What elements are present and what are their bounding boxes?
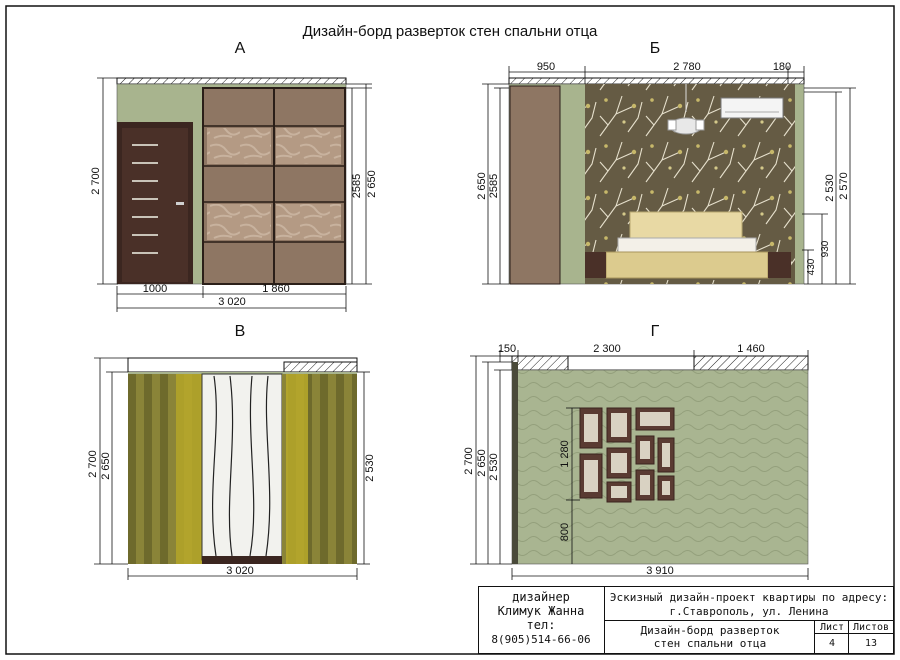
designer-phone: 8(905)514-66-06	[491, 633, 591, 646]
chandelier	[667, 84, 705, 135]
designer-cell: дизайнер Климук Жанна тел: 8(905)514-66-…	[479, 587, 605, 653]
phone-label: тел:	[526, 618, 556, 632]
view-b-dimension-lines	[482, 66, 856, 285]
sheets-total: 13	[864, 638, 878, 649]
dim-left-inner: 2 650	[100, 452, 112, 480]
sheets-total-cell: Листов 13	[849, 621, 893, 653]
curtain-left-accent	[176, 374, 202, 564]
dim-wardrobe-width: 1 860	[262, 283, 290, 295]
title-block: дизайнер Климук Жанна тел: 8(905)514-66-…	[478, 586, 894, 654]
dim-bottom: 3 910	[646, 565, 674, 577]
dim-frames-offset: 800	[559, 523, 571, 541]
wardrobe-insert	[207, 204, 271, 240]
dim-door-width: 1000	[143, 283, 167, 295]
dim-left-outer: 2 700	[87, 450, 99, 478]
dim-right: 2 530	[364, 454, 376, 482]
project-cell: Эскизный дизайн-проект квартиры по адрес…	[605, 587, 893, 621]
dim-left-outer: 2 650	[476, 172, 488, 200]
door-handle	[176, 202, 184, 205]
dim-top-mid: 2 300	[593, 343, 621, 355]
project-line-1: Эскизный дизайн-проект квартиры по адрес…	[609, 591, 889, 604]
curtain-right-accent	[286, 374, 308, 564]
dim-top-left: 150	[498, 343, 516, 355]
air-conditioner	[720, 97, 784, 119]
wardrobe-insert	[276, 128, 341, 164]
sheet-title-cell: Дизайн-борд разверток стен спальни отца	[605, 621, 815, 653]
view-a-dimension-lines	[97, 77, 372, 312]
board-title: Дизайн-борд разверток стен спальни отца	[303, 23, 598, 40]
view-v-dimension-lines	[94, 357, 370, 580]
dim-bottom: 3 020	[226, 565, 254, 577]
dim-frames-height: 1 280	[559, 440, 571, 468]
designer-role: дизайнер	[512, 590, 570, 604]
dim-left-2: 2 650	[476, 449, 488, 477]
ceiling-hatch	[508, 77, 805, 85]
project-line-2: г.Ставрополь, ул. Ленина	[669, 605, 829, 618]
wardrobe-insert	[207, 128, 271, 164]
bed	[585, 211, 791, 279]
dim-wardrobe-height: 2585	[351, 174, 363, 198]
dim-height-clear: 2 650	[366, 170, 378, 198]
sheet-number: 4	[828, 638, 836, 649]
dim-right-2: 2 570	[838, 172, 850, 200]
dim-height-total: 2 700	[90, 167, 102, 195]
wardrobe-side	[509, 85, 561, 285]
view-b-label: Б	[650, 40, 661, 57]
dim-left-1: 2 700	[463, 447, 475, 475]
nightstand	[585, 252, 606, 278]
nightstand	[768, 252, 791, 278]
sheet-number-cell: Лист 4	[815, 621, 849, 653]
dim-left-inner: 2585	[488, 174, 500, 198]
view-b: Б	[476, 40, 856, 285]
view-a-label: А	[235, 40, 246, 57]
view-a: А 2 700 2585	[90, 40, 378, 312]
view-g-dimension-lines	[470, 350, 809, 580]
wall-edge	[512, 362, 518, 564]
sheet-title-line-1: Дизайн-борд разверток	[640, 624, 780, 637]
view-v-label: В	[235, 323, 246, 340]
view-g: Г 150 2 300 1	[463, 323, 809, 580]
wardrobe-insert	[276, 204, 341, 240]
dim-right-1: 2 530	[824, 174, 836, 202]
dim-top-mid: 2 780	[673, 61, 701, 73]
wardrobe-rails	[203, 125, 345, 243]
dim-small-1: 430	[806, 258, 817, 275]
view-g-label: Г	[651, 323, 660, 340]
dim-left-3: 2 530	[488, 453, 500, 481]
door-inserts	[132, 144, 158, 254]
window-sill	[202, 556, 282, 564]
designer-name: Климук Жанна	[497, 604, 585, 618]
sheet-title-line-2: стен спальни отца	[653, 637, 767, 650]
dim-top-right: 180	[773, 61, 791, 73]
dim-top-left: 950	[537, 61, 555, 73]
photo-frame-images	[584, 412, 670, 498]
sheet-frame	[5, 5, 895, 655]
view-v: В 2 700 2 650 2 530 3 020	[87, 323, 376, 580]
sheet-label: Лист	[815, 622, 849, 634]
ceiling-hatch	[116, 77, 347, 85]
dim-top-right: 1 460	[737, 343, 765, 355]
dim-small-2: 930	[820, 240, 831, 257]
sheets-label: Листов	[849, 622, 893, 634]
dim-total-width: 3 020	[218, 296, 246, 308]
